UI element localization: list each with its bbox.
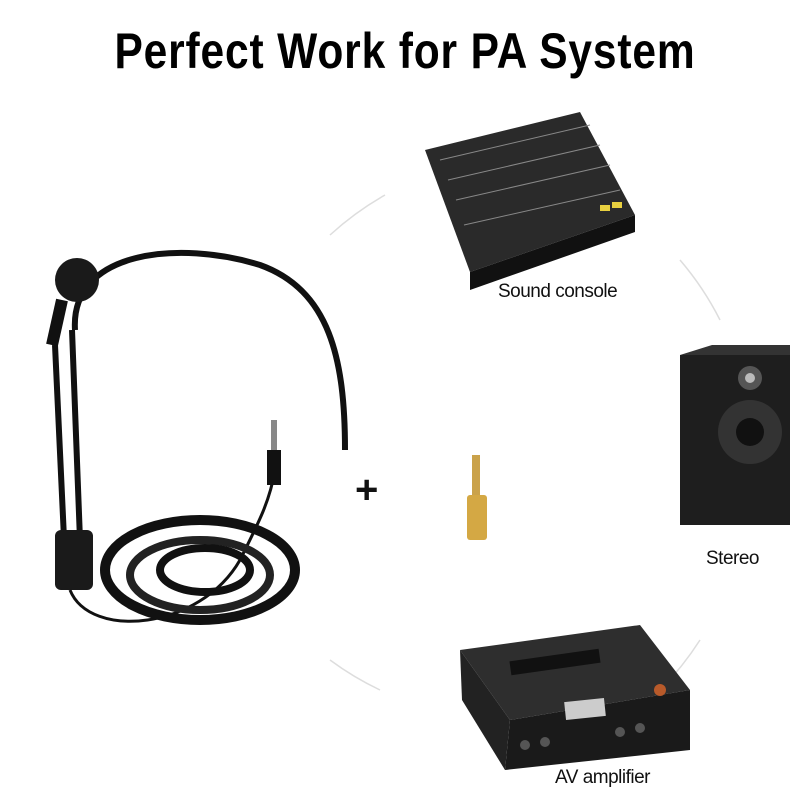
jack-adapter [467,455,487,540]
earpiece-icon [55,258,99,302]
sound-console-label: Sound console [498,281,618,302]
plus-sign: + [355,468,378,512]
av-amplifier-image [460,625,690,770]
stereo-label: Stereo [706,548,759,569]
stereo-speaker-image [680,345,790,525]
sound-console-image [425,112,635,290]
headset-microphone [46,249,348,625]
page-title: Perfect Work for PA System [114,23,696,79]
av-amplifier-label: AV amplifier [555,767,651,788]
